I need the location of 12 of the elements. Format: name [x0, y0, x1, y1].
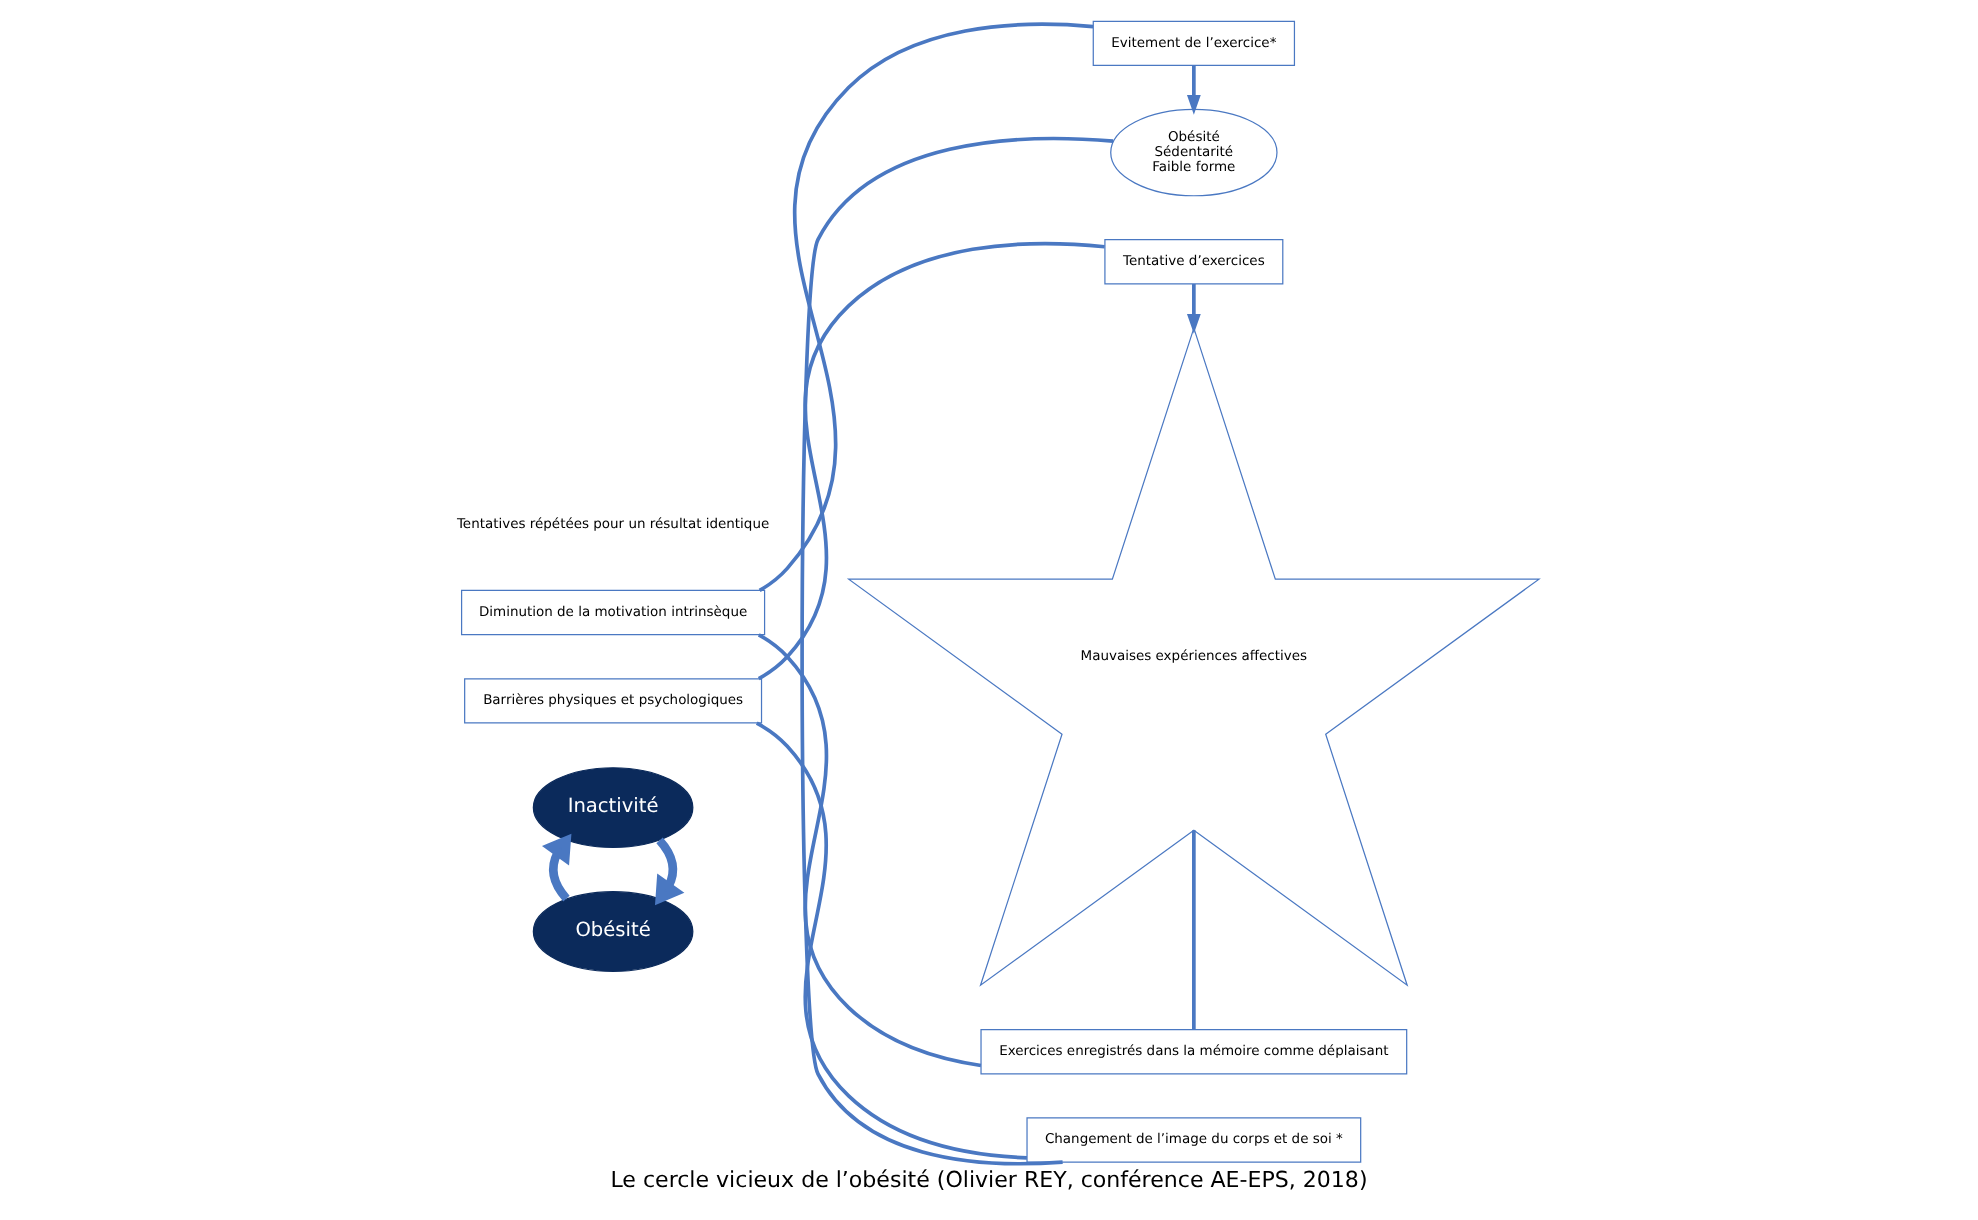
caption: Le cercle vicieux de l’obésité (Olivier REY, conférence AE-EPS, 2018) — [610, 1166, 1368, 1193]
connector — [757, 633, 982, 1068]
node-ellipse: Obésité — [532, 891, 694, 972]
connector — [755, 721, 1027, 1160]
arrow — [541, 833, 572, 902]
connector — [757, 241, 1105, 681]
connector — [800, 136, 1114, 1166]
arrow — [655, 837, 685, 906]
arrow — [1186, 284, 1201, 334]
arrow — [1186, 65, 1201, 115]
connector — [758, 22, 1094, 593]
node-ellipse: Inactivité — [532, 767, 694, 849]
